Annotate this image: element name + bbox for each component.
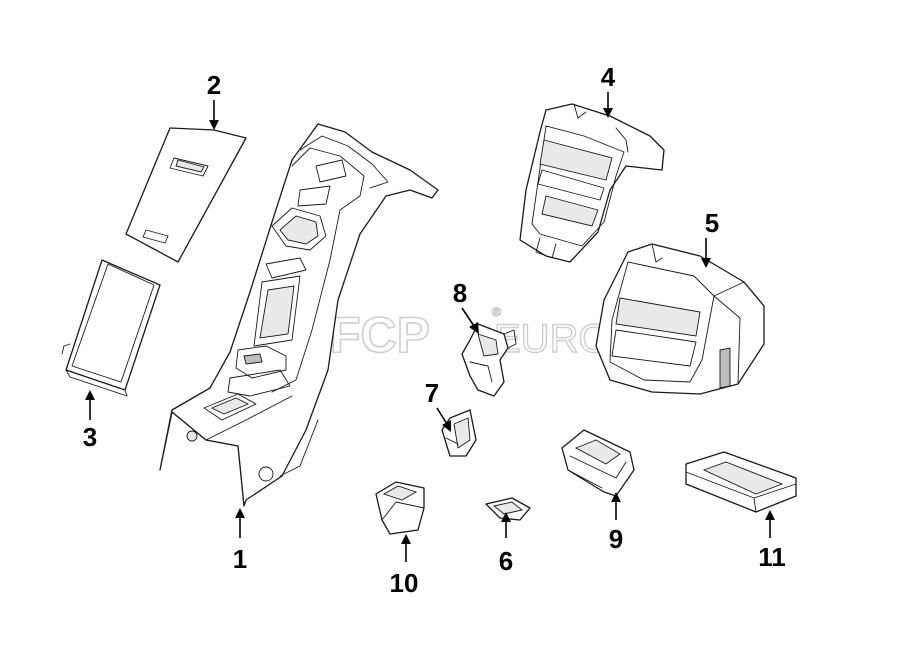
part-1-center-console [159, 123, 439, 507]
callout-11: 11 [758, 542, 786, 572]
watermark-brand-bold: FCP [330, 307, 430, 363]
callout-5: 5 [705, 208, 719, 238]
part-9-tray-insert [561, 429, 635, 497]
watermark: FCP ® EURO [271, 300, 610, 364]
part-11-storage-box [685, 451, 797, 513]
callout-2: 2 [207, 70, 221, 100]
part-7-clip [441, 409, 477, 457]
watermark-registered-mark: ® [492, 305, 501, 319]
part-2-armrest-lid [125, 127, 247, 263]
part-4-upper-bezel [519, 103, 665, 263]
callout-3: 3 [83, 422, 97, 452]
part-3-armrest-pad [61, 259, 161, 397]
callout-1: 1 [233, 544, 247, 574]
callout-10: 10 [390, 568, 419, 598]
callout-7: 7 [425, 378, 439, 408]
callout-arrows [85, 92, 775, 562]
callout-9: 9 [609, 524, 623, 554]
callout-labels: 1 2 3 4 5 6 7 8 9 10 11 [83, 62, 786, 598]
callout-8: 8 [453, 278, 467, 308]
callout-4: 4 [601, 62, 616, 92]
part-6-bracket [485, 497, 531, 521]
part-5-rear-housing [595, 243, 765, 395]
watermark-brand-light: EURO [494, 317, 610, 361]
part-10-cup-holder [375, 481, 425, 535]
part-8-latch [461, 323, 517, 397]
callout-6: 6 [499, 546, 513, 576]
